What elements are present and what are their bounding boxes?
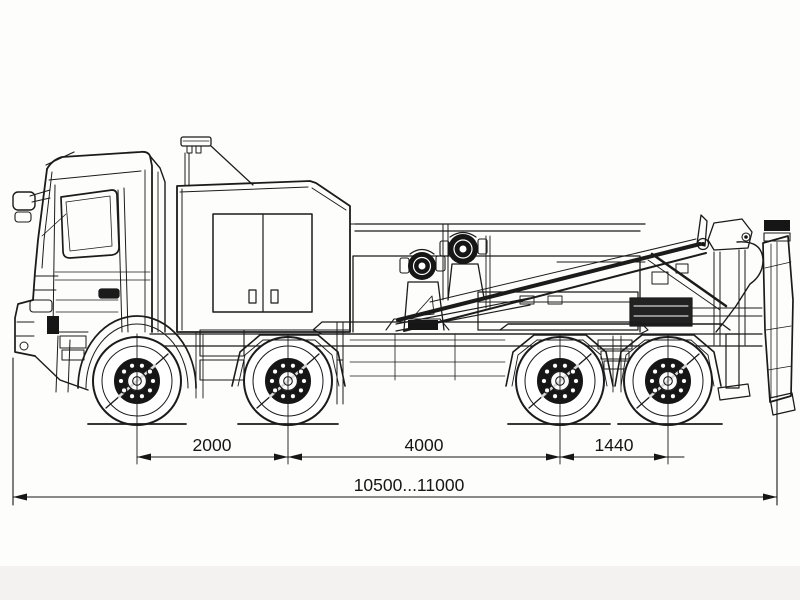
winch-2 — [439, 231, 488, 301]
fog-light — [19, 341, 29, 351]
dimension-axle-2-3: 4000 — [287, 435, 561, 461]
winch-deck — [395, 223, 639, 332]
front-fender — [77, 315, 197, 389]
door-handle-right — [270, 289, 279, 304]
door-handle — [98, 288, 120, 299]
cab — [12, 150, 166, 393]
dimension-axle-1-2: 2000 — [136, 435, 289, 461]
antenna — [45, 151, 75, 166]
headlight — [29, 299, 53, 313]
wiper — [41, 213, 67, 237]
underlift-foot — [769, 392, 796, 416]
mirror-arm — [29, 189, 51, 203]
underlift-arm — [762, 220, 796, 416]
cooler-box — [629, 297, 693, 327]
wheels — [93, 337, 712, 425]
mirror — [12, 191, 36, 211]
dim-label-axle-1-2: 2000 — [193, 435, 232, 455]
dim-label-axle-3-4: 1440 — [595, 435, 634, 455]
rear-crane — [629, 214, 796, 416]
cab-air-deflector — [149, 155, 166, 333]
front-bumper — [14, 299, 89, 393]
side-guard — [312, 318, 649, 405]
hydraulic-cylinder — [650, 252, 728, 308]
exhaust-stack — [180, 136, 254, 187]
dimensions: 2000 4000 1440 10500...11000 — [12, 357, 778, 506]
dim-label-overall-length: 10500...11000 — [354, 475, 465, 495]
box-body — [176, 136, 356, 333]
stabilizer-leg — [717, 333, 751, 401]
dim-label-axle-2-3: 4000 — [405, 435, 444, 455]
cab-b-pillar — [117, 187, 129, 333]
paper-band — [0, 566, 800, 600]
dimension-axle-3-4: 1440 — [559, 435, 685, 461]
cab-step — [54, 331, 89, 361]
front-underbody — [195, 329, 245, 399]
door-window — [60, 189, 120, 259]
door-handle-left — [248, 289, 257, 304]
boom-head — [707, 218, 753, 251]
cargo-doors — [212, 213, 313, 313]
dimension-overall: 10500...11000 — [12, 357, 778, 506]
winch-1 — [399, 248, 446, 331]
wide-angle-mirror — [14, 211, 32, 223]
axle-centerlines — [136, 333, 669, 465]
axle2-fender — [227, 329, 351, 387]
